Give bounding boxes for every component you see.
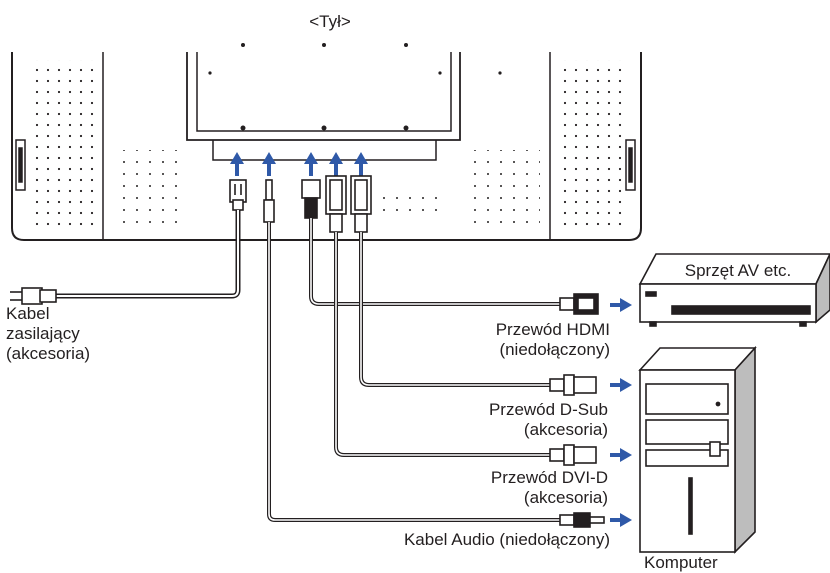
panel-plugs (229, 175, 372, 233)
vent-right (560, 60, 626, 230)
dvid-label-line1: Przewód DVI-D (490, 468, 608, 487)
device-arrows (610, 298, 632, 527)
cables (55, 210, 560, 522)
power-cable-label-line1: Kabel (6, 304, 50, 323)
vent-connector-row (380, 187, 440, 211)
dsub-label-line1: Przewód D-Sub (488, 400, 608, 419)
av-equipment (638, 253, 830, 327)
dsub-plug (549, 374, 597, 396)
panel-arrows (230, 152, 368, 176)
vent-left (30, 60, 96, 230)
computer-label: Komputer (644, 553, 718, 572)
power-cable-label-line3: (akcesoria) (6, 344, 91, 363)
hdmi-label-line2: (niedołączony) (499, 340, 610, 359)
vent-center-left (118, 150, 178, 225)
dvi-plug (549, 444, 597, 466)
monitor-rear-panel (11, 52, 642, 241)
side-handles (15, 139, 636, 191)
rear-label: <Tył> (309, 12, 351, 31)
power-cable-label-line2: zasilający (6, 324, 80, 343)
power-plug (10, 287, 57, 305)
computer-tower (638, 345, 757, 554)
vent-center-right (470, 150, 540, 225)
screws (208, 43, 502, 131)
dvid-label-line2: (akcesoria) (523, 488, 608, 507)
audio-plug (559, 512, 605, 528)
hdmi-plug (559, 293, 599, 315)
hdmi-label-line1: Przewód HDMI (495, 320, 610, 339)
av-equipment-label: Sprzęt AV etc. (684, 261, 792, 280)
audio-label: Kabel Audio (niedołączony) (403, 530, 610, 549)
dsub-label-line2: (akcesoria) (523, 420, 608, 439)
